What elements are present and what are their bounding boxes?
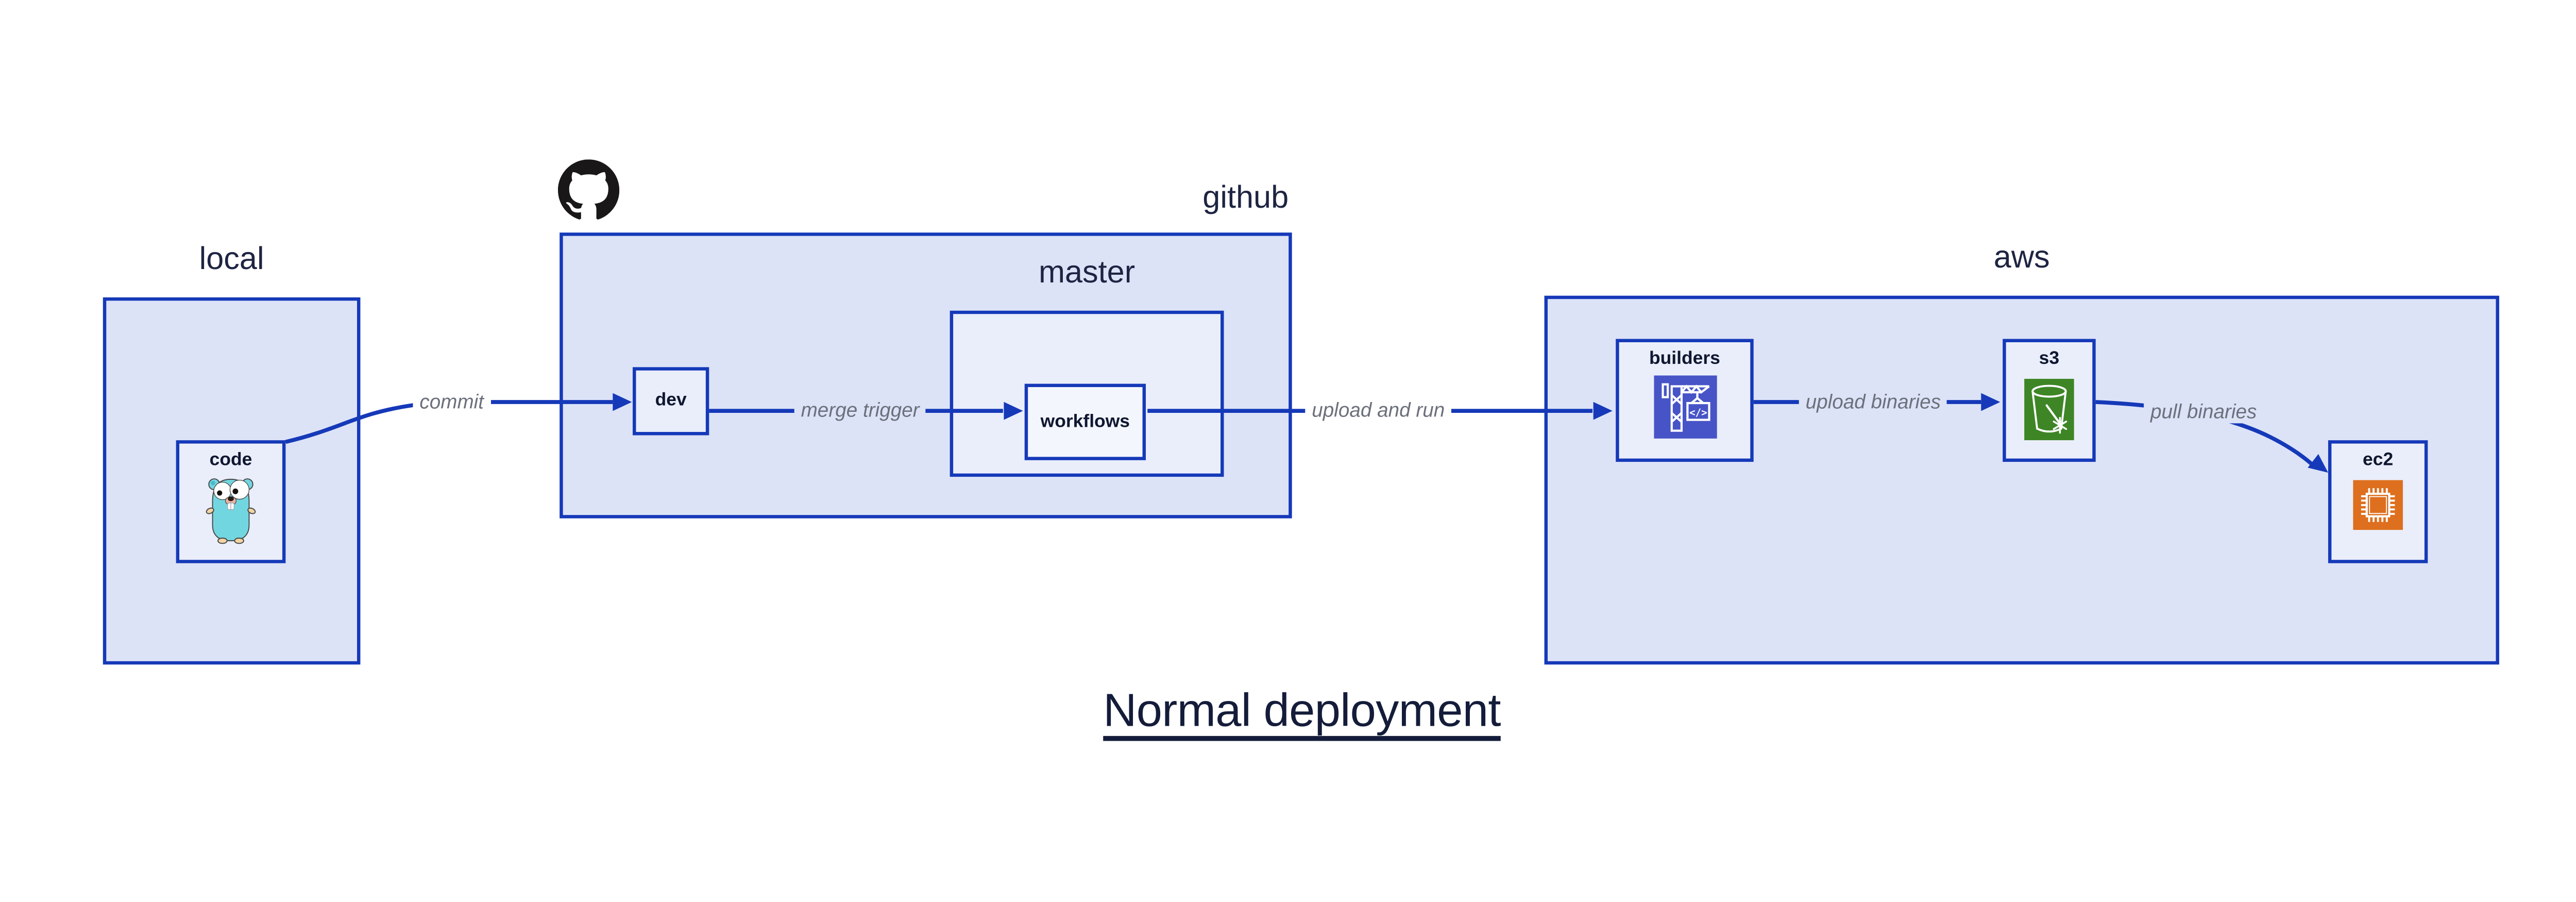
node-dev: dev (633, 367, 709, 436)
group-aws-label: aws (1993, 241, 2050, 276)
edge-upload-binaries-label: upload binaries (1799, 390, 1947, 414)
group-github-label: github (1202, 181, 1289, 216)
group-local-label: local (199, 242, 264, 278)
go-gopher-icon (204, 475, 257, 553)
node-builders-label: builders (1649, 348, 1720, 369)
node-code: code (176, 440, 286, 563)
node-ec2: ec2 (2328, 440, 2428, 563)
edge-upload-and-run-label: upload and run (1305, 398, 1452, 423)
group-master-label: master (1038, 256, 1136, 291)
node-dev-label: dev (655, 391, 687, 411)
node-workflows-label: workflows (1040, 411, 1130, 431)
node-ec2-label: ec2 (2363, 450, 2394, 471)
codebuild-glyph: </> (1689, 406, 1707, 418)
s3-bucket-icon (2024, 378, 2074, 448)
node-s3-label: s3 (2039, 348, 2060, 369)
codebuild-crane-icon: </> (1653, 375, 1717, 446)
node-s3: s3 (2003, 339, 2096, 462)
node-workflows: workflows (1024, 383, 1146, 460)
node-code-label: code (209, 450, 252, 471)
diagram-title: Normal deployment (1103, 684, 1501, 736)
edge-pull-binaries-label: pull binaries (2144, 399, 2264, 423)
edge-merge-trigger-label: merge trigger (794, 398, 926, 423)
node-builders: builders </> (1616, 339, 1754, 462)
edge-commit-label: commit (413, 390, 490, 414)
ec2-chip-icon (2353, 479, 2403, 538)
github-octocat-icon (557, 159, 620, 229)
